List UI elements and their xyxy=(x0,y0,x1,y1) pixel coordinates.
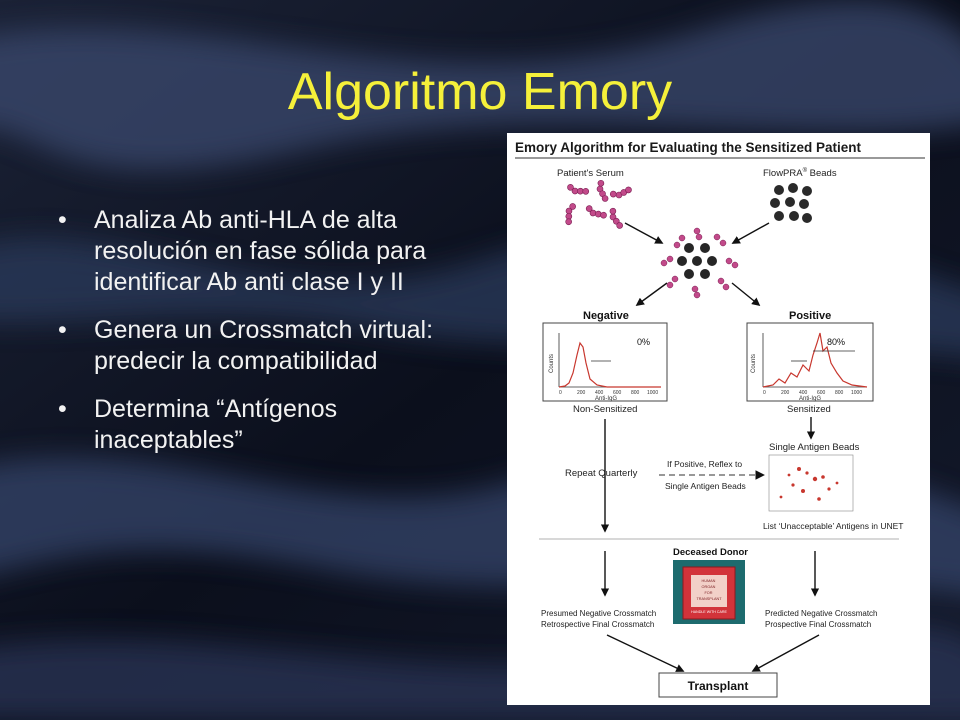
figure-title: Emory Algorithm for Evaluating the Sensi… xyxy=(515,140,862,155)
positive-anti-igg-label: Anti-IgG xyxy=(799,396,821,402)
negative-label: Negative xyxy=(583,310,629,322)
bullet-dot: • xyxy=(58,316,67,344)
single-antigen-plot xyxy=(768,454,854,512)
negative-counts-label: Counts xyxy=(549,354,555,373)
serum-label: Patient's Serum xyxy=(557,168,624,179)
bullet-item: • Determina “Antígenos inaceptables” xyxy=(58,394,463,456)
handle-with-care-text: HANDLE WITH CARE xyxy=(691,610,727,614)
bullet-item: • Genera un Crossmatch virtual: predecir … xyxy=(58,315,463,377)
bullet-list: • Analiza Ab anti-HLA de alta resolución … xyxy=(58,205,463,473)
repeat-quarterly-label: Repeat Quarterly xyxy=(565,468,638,479)
positive-counts-label: Counts xyxy=(751,354,757,373)
bullet-dot: • xyxy=(58,206,67,234)
transplant-box xyxy=(658,672,778,698)
arrow-serum-to-mix xyxy=(624,222,664,244)
arrow-mix-to-positive xyxy=(731,282,761,307)
bullet-text: Genera un Crossmatch virtual: predecir l… xyxy=(94,316,434,375)
algorithm-diagram: Emory Algorithm for Evaluating the Sensi… xyxy=(515,140,925,698)
single-antigen-dots xyxy=(779,467,839,501)
sensitized-label: Sensitized xyxy=(787,404,831,415)
negative-anti-igg-label: Anti-IgG xyxy=(595,396,617,402)
bullet-text: Determina “Antígenos inaceptables” xyxy=(94,395,338,454)
presumed-crossmatch-line1: Presumed Negative Crossmatch xyxy=(541,609,656,618)
bullet-dot: • xyxy=(58,395,67,423)
arrow-predicted-to-transplant xyxy=(751,634,820,672)
predicted-crossmatch-line2: Prospective Final Crossmatch xyxy=(765,620,871,629)
arrow-mix-to-negative xyxy=(635,282,668,306)
positive-label: Positive xyxy=(789,310,831,322)
arrow-presumed-to-transplant xyxy=(606,634,685,672)
positive-histogram-panel xyxy=(746,322,874,402)
non-sensitized-label: Non-Sensitized xyxy=(573,404,637,415)
bead-antibody-mix-icon xyxy=(660,227,739,299)
organ-box-label xyxy=(691,575,727,607)
positive-histogram-curve xyxy=(762,332,868,388)
serum-antibodies-icon xyxy=(565,179,632,229)
transplant-label: Transplant xyxy=(688,679,749,693)
negative-percent: 0% xyxy=(637,337,650,347)
bullet-text: Analiza Ab anti-HLA de alta resolución e… xyxy=(94,206,427,296)
flowpra-beads-icon xyxy=(770,183,812,223)
emory-algorithm-figure: Emory Algorithm for Evaluating the Sensi… xyxy=(507,133,930,705)
single-antigen-beads-label: Single Antigen Beads xyxy=(769,442,860,453)
beads-label: FlowPRA® Beads xyxy=(763,167,837,179)
reflex-label-line1: If Positive, Reflex to xyxy=(667,459,742,469)
deceased-donor-label: Deceased Donor xyxy=(673,547,748,558)
slide-title: Algoritmo Emory xyxy=(287,63,673,121)
bullet-item: • Analiza Ab anti-HLA de alta resolución … xyxy=(58,205,463,298)
unacceptable-antigens-label: List ‘Unacceptable’ Antigens in UNET xyxy=(763,521,903,531)
negative-histogram-panel xyxy=(542,322,668,402)
positive-percent: 80% xyxy=(827,337,845,347)
organ-box-text: HUMAN ORGAN FOR TRANSPLANT xyxy=(696,579,722,601)
arrow-beads-to-mix xyxy=(731,222,770,244)
presumed-crossmatch-line2: Retrospective Final Crossmatch xyxy=(541,620,654,629)
predicted-crossmatch-line1: Predicted Negative Crossmatch xyxy=(765,609,878,618)
negative-histogram-curve xyxy=(558,341,661,388)
reflex-label-line2: Single Antigen Beads xyxy=(665,481,746,491)
